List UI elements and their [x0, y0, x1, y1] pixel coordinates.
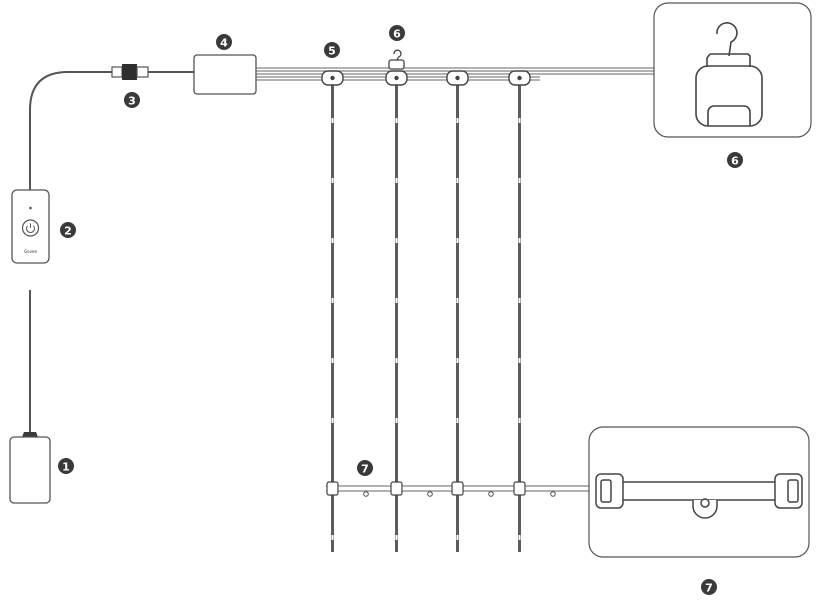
controller-brand: Govee	[24, 249, 37, 254]
rail-clip	[386, 71, 407, 85]
badge-label: 2	[64, 225, 72, 238]
badge-bracket-detail: 7	[701, 579, 717, 595]
rail-clips	[322, 71, 530, 85]
badge-driver-box: 4	[216, 34, 232, 50]
bottom-bar	[326, 482, 590, 496]
badge-bottom-bracket: 7	[357, 460, 373, 476]
badge-connector: 3	[124, 92, 140, 108]
power-cable	[30, 72, 194, 432]
inline-controller: Govee	[12, 190, 49, 263]
cable-connector	[112, 64, 148, 80]
hook-detail-panel	[654, 3, 811, 137]
power-adapter	[10, 432, 50, 503]
power-icon	[23, 220, 39, 236]
badge-label: 5	[328, 45, 336, 58]
rail-clip	[447, 71, 468, 85]
light-strip	[518, 78, 521, 552]
badge-clips: 5	[324, 42, 340, 58]
rail-clip	[322, 71, 343, 85]
badge-controller: 2	[60, 222, 76, 238]
badge-hook: 6	[389, 25, 405, 41]
badge-power-adapter: 1	[58, 458, 74, 474]
badge-label: 3	[128, 95, 136, 108]
badge-label: 4	[220, 37, 228, 50]
light-strip	[331, 78, 334, 552]
badge-label: 7	[705, 582, 713, 595]
badge-label: 6	[731, 155, 739, 168]
rail-clip	[509, 71, 530, 85]
bracket-detail-panel	[589, 427, 809, 557]
badge-label: 6	[393, 28, 401, 41]
badge-label: 7	[361, 463, 369, 476]
rail-hook	[389, 50, 404, 69]
badge-label: 1	[62, 461, 70, 474]
light-strips	[331, 78, 521, 552]
badge-hook-detail: 6	[727, 152, 743, 168]
driver-box	[194, 55, 256, 94]
light-strip	[395, 78, 398, 552]
light-strip	[456, 78, 459, 552]
